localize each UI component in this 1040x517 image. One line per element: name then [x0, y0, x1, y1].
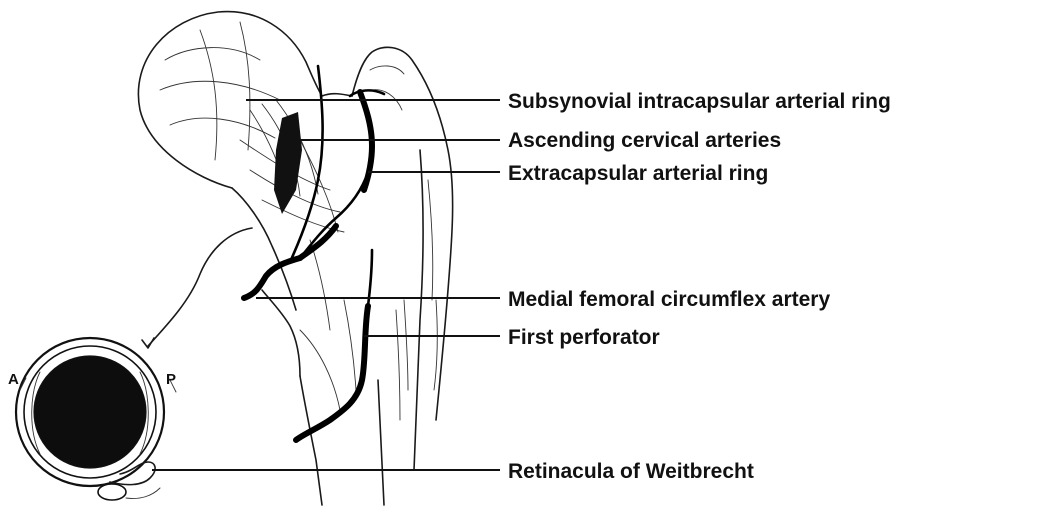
label-subsynovial-ring: Subsynovial intracapsular arterial ring: [508, 90, 891, 113]
cross-section-core: [34, 356, 146, 468]
posterior-label: P: [166, 371, 176, 388]
femur-illustration: [138, 12, 452, 505]
greater-trochanter: [352, 47, 453, 420]
anterior-label: A: [8, 371, 19, 388]
label-ascending-cervical-arteries: Ascending cervical arteries: [508, 129, 781, 152]
shaft-center-line: [378, 380, 384, 505]
femoral-neck-upper: [322, 94, 352, 96]
medial-shaft: [300, 376, 322, 505]
medial-femoral-circumflex-vessel: [244, 258, 300, 298]
inset-connector: [148, 228, 252, 346]
neck-cross-section-inset: A P: [8, 228, 252, 500]
first-perforator-vessel: [296, 306, 368, 440]
lateral-cortex: [414, 150, 423, 470]
labels: Subsynovial intracapsular arterial ring …: [508, 90, 891, 483]
label-first-perforator: First perforator: [508, 326, 660, 349]
label-medial-femoral-circumflex: Medial femoral circumflex artery: [508, 288, 830, 311]
label-retinacula-weitbrecht: Retinacula of Weitbrecht: [508, 460, 754, 483]
label-extracapsular-ring: Extracapsular arterial ring: [508, 162, 768, 185]
